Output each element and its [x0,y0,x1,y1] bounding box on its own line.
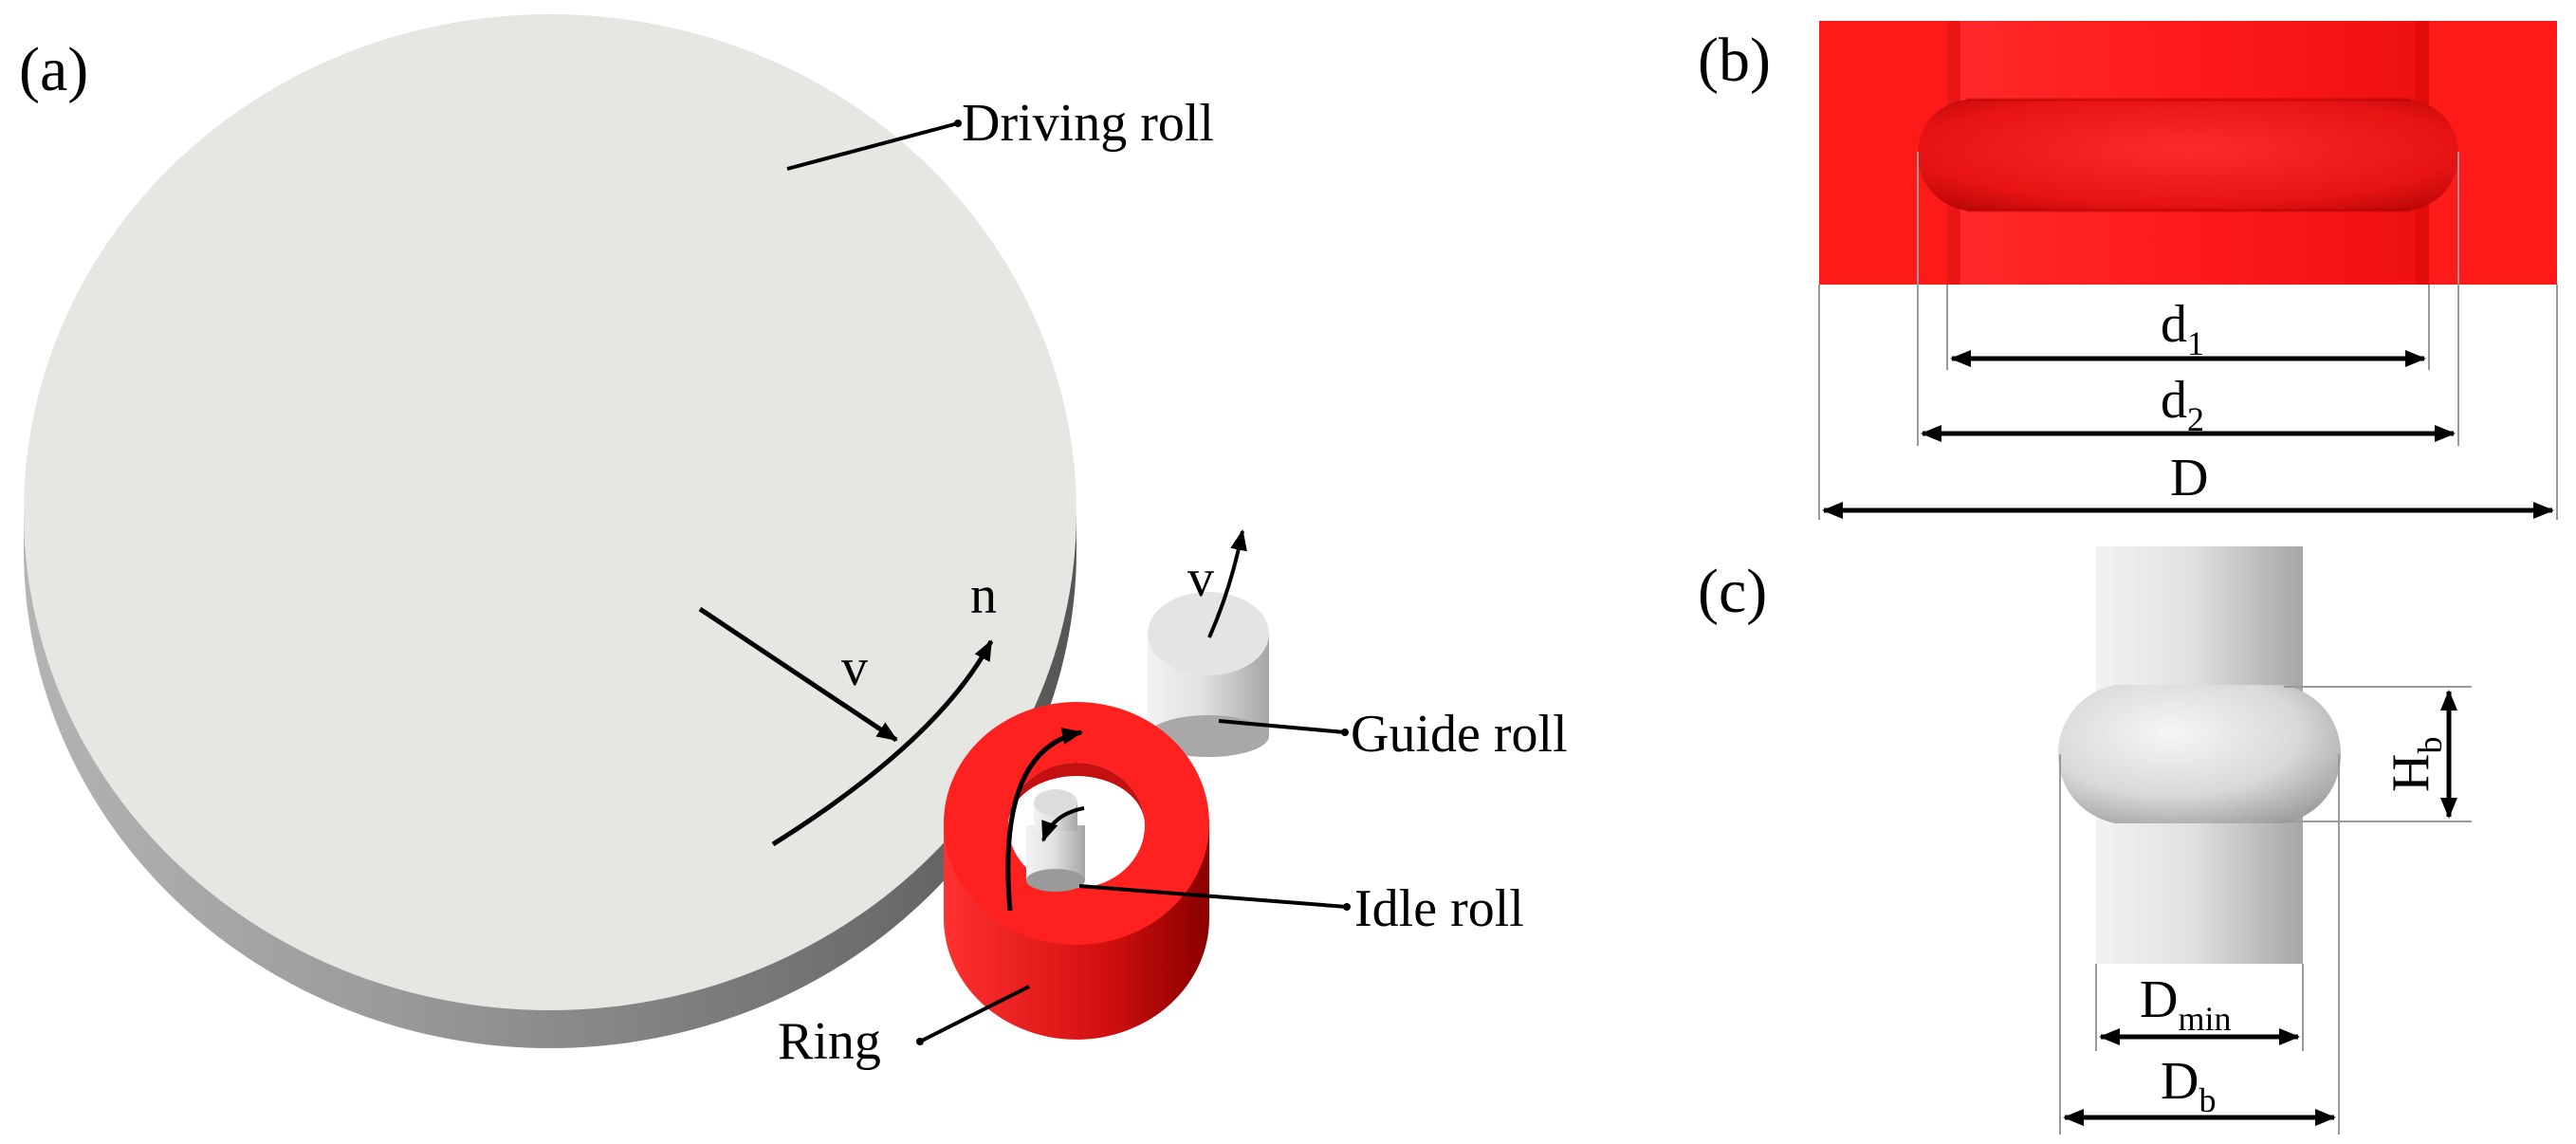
v-label-main: v [841,638,868,697]
panel-c: (c) Hb Dmin Db [1698,546,2472,1135]
v-arrow-main [698,606,898,743]
ring-leader [916,985,1030,1045]
guide-roll-label: Guide roll [1351,705,1568,764]
Dmin-label: Dmin [2140,970,2231,1038]
driving-roll-leader [786,120,962,171]
driving-roll-top [24,14,1076,1010]
idle-roll-rotation-arrow [1041,806,1085,842]
ring-rotation-arrow [1005,728,1083,912]
panel-c-label: (c) [1698,557,1767,626]
idle-roll-label: Idle roll [1354,879,1524,938]
idle-roll-shaft-bottom [1026,869,1085,892]
guide-roll [1148,592,1269,757]
idle-roll-leader [1078,884,1351,911]
ring-groove [1918,100,2458,211]
n-label: n [970,566,997,625]
panel-b: (b) d1 d2 D [1698,21,2558,520]
guide-roll-leader [1218,719,1349,736]
Db-label: Db [2161,1052,2216,1119]
ring-label: Ring [778,1012,881,1071]
D-label: D [2170,449,2208,507]
panel-b-label: (b) [1698,26,1771,95]
panel-a-label: (a) [19,35,88,104]
idle-roll [1026,789,1085,892]
driving-roll [24,14,1076,1048]
d2-label: d2 [2161,371,2204,438]
driving-roll-label: Driving roll [962,94,1214,153]
ring-hole-inner-wall [1008,763,1145,825]
v-label-guide: v [1187,549,1214,608]
guide-roll-top [1148,592,1269,675]
idle-roll-head-top [1034,789,1077,816]
d1-label: d1 [2161,295,2204,362]
panel-a: (a) v [19,14,1568,1071]
idle-roll-bulge [2058,685,2341,823]
n-arrow-curved [771,639,994,847]
Hb-label: Hb [2382,737,2449,792]
v-arrow-guide [1207,529,1247,638]
